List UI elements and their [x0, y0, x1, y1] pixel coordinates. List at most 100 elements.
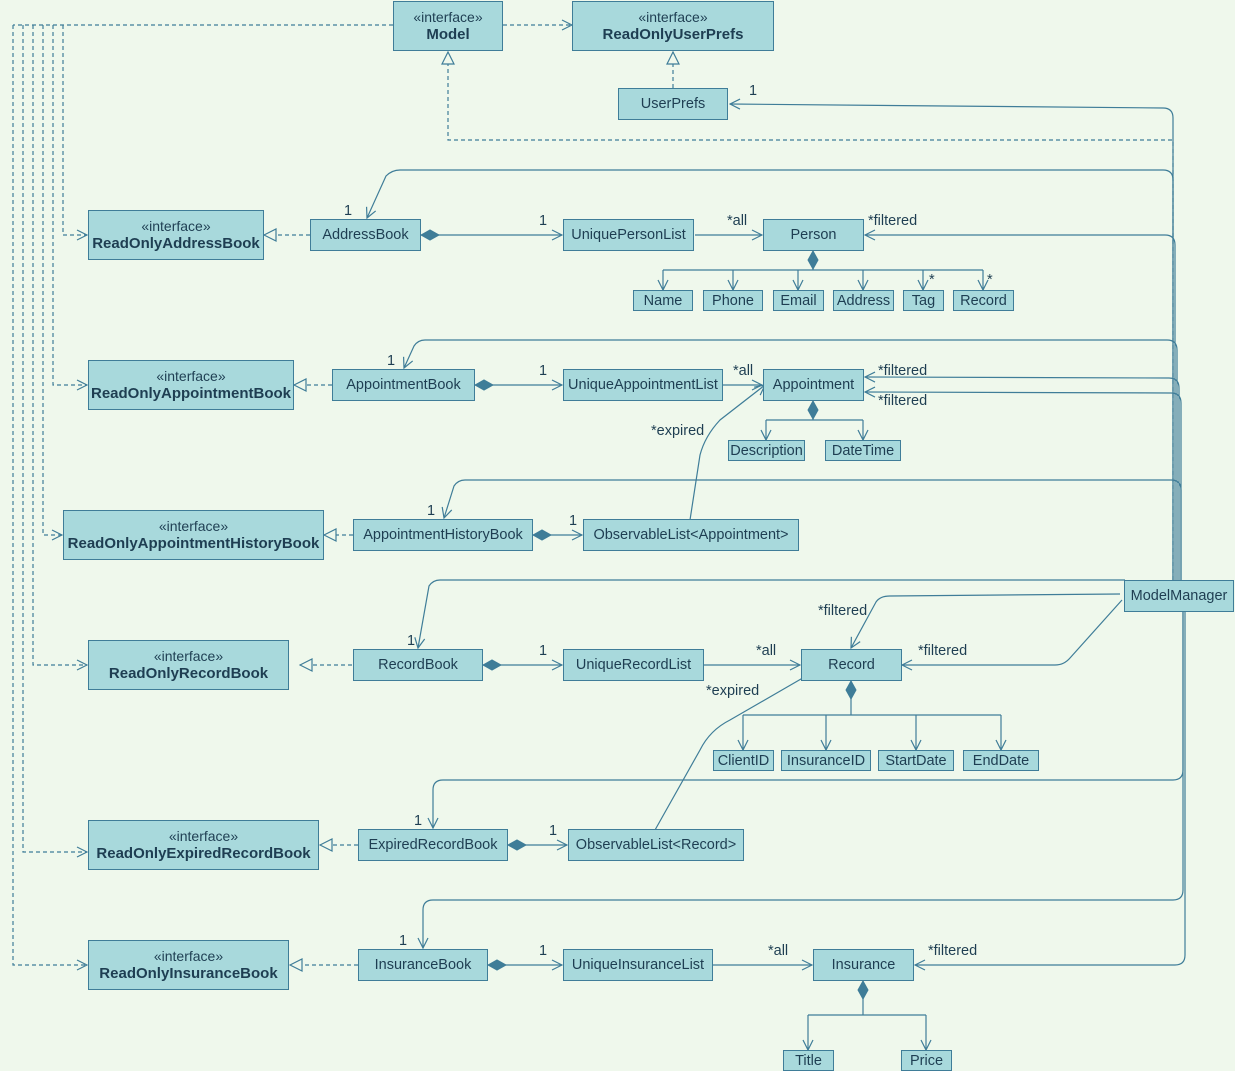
multiplicity-label: 1 [549, 823, 558, 839]
stereotype-label: «interface» [153, 948, 224, 964]
insurance-class[interactable]: Insurance [813, 949, 914, 981]
multiplicity-label: 1 [539, 643, 548, 659]
interface-name: Model [426, 26, 470, 43]
assoc-mm-insurance [915, 612, 1186, 965]
address-book-class[interactable]: AddressBook [310, 219, 421, 251]
role-all-label: *all [768, 943, 789, 959]
assoc-mm-addressbook [367, 169, 1174, 580]
stereotype-label: «interface» [158, 518, 229, 534]
insurance-book-class[interactable]: InsuranceBook [358, 949, 488, 981]
name-attribute[interactable]: Name [633, 290, 693, 311]
appointment-history-book-class[interactable]: AppointmentHistoryBook [353, 519, 533, 551]
multiplicity-label: 1 [414, 813, 423, 829]
model-manager-class[interactable]: ModelManager [1124, 580, 1234, 612]
assoc-observable-appointment [689, 385, 765, 521]
dep-to-address-book [62, 25, 87, 235]
insurance-id-attribute[interactable]: InsuranceID [781, 750, 871, 771]
multiplicity-label: 1 [539, 943, 548, 959]
interface-name: ReadOnlyInsuranceBook [99, 965, 278, 982]
multiplicity-label: 1 [427, 503, 436, 519]
appointment-class[interactable]: Appointment [763, 369, 864, 401]
read-only-address-book-interface[interactable]: «interface» ReadOnlyAddressBook [88, 210, 264, 260]
multiplicity-label: * [987, 272, 993, 288]
read-only-appointment-book-interface[interactable]: «interface» ReadOnlyAppointmentBook [88, 360, 294, 410]
assoc-mm-insurancebook [423, 612, 1184, 948]
assoc-mm-historybook [444, 479, 1182, 580]
unique-appointment-list-class[interactable]: UniqueAppointmentList [563, 369, 723, 401]
stereotype-label: «interface» [638, 9, 708, 25]
assoc-mm-person [865, 235, 1176, 580]
assoc-mm-appointment-1 [865, 377, 1180, 580]
dep-to-expired-book [22, 25, 87, 852]
realize-modelmanager-model [448, 52, 1174, 580]
description-attribute[interactable]: Description [728, 440, 805, 461]
role-filtered-label: *filtered [868, 213, 918, 229]
read-only-appointment-history-book-interface[interactable]: «interface» ReadOnlyAppointmentHistoryBo… [63, 510, 324, 560]
title-attribute[interactable]: Title [783, 1050, 834, 1071]
assoc-mm-appointment-2 [865, 392, 1182, 580]
unique-record-list-class[interactable]: UniqueRecordList [563, 649, 704, 681]
interface-name: ReadOnlyUserPrefs [602, 26, 744, 43]
role-filtered-label: *filtered [878, 393, 928, 409]
client-id-attribute[interactable]: ClientID [713, 750, 774, 771]
stereotype-label: «interface» [156, 368, 226, 384]
record-attribute[interactable]: Record [953, 290, 1014, 311]
assoc-mm-appointmentbook [404, 339, 1178, 580]
person-class[interactable]: Person [763, 219, 864, 251]
multiplicity-label: 1 [569, 513, 578, 529]
role-expired-label: *expired [651, 423, 705, 439]
dep-to-insurance-book [12, 25, 87, 965]
multiplicity-label: 1 [399, 933, 408, 949]
email-attribute[interactable]: Email [773, 290, 824, 311]
role-filtered-label: *filtered [818, 603, 868, 619]
read-only-expired-record-book-interface[interactable]: «interface» ReadOnlyExpiredRecordBook [88, 820, 319, 870]
role-all-label: *all [733, 363, 754, 379]
price-attribute[interactable]: Price [901, 1050, 952, 1071]
role-expired-label: *expired [706, 683, 760, 699]
stereotype-label: «interface» [413, 9, 483, 25]
multiplicity-label: * [929, 272, 935, 288]
role-filtered-label: *filtered [918, 643, 968, 659]
model-interface[interactable]: «interface» Model [393, 1, 503, 51]
dep-to-history-book [42, 25, 62, 535]
multiplicity-label: 1 [749, 83, 758, 99]
assoc-mm-record-2 [902, 599, 1123, 665]
read-only-record-book-interface[interactable]: «interface» ReadOnlyRecordBook [88, 640, 289, 690]
interface-name: ReadOnlyExpiredRecordBook [96, 845, 311, 862]
assoc-mm-recordbook [418, 579, 1125, 648]
interface-name: ReadOnlyAddressBook [92, 235, 260, 252]
datetime-attribute[interactable]: DateTime [825, 440, 901, 461]
observable-list-record-class[interactable]: ObservableList<Record> [568, 829, 744, 861]
multiplicity-label: 1 [344, 203, 353, 219]
record-book-class[interactable]: RecordBook [353, 649, 483, 681]
unique-insurance-list-class[interactable]: UniqueInsuranceList [563, 949, 713, 981]
address-attribute[interactable]: Address [833, 290, 894, 311]
expired-record-book-class[interactable]: ExpiredRecordBook [358, 829, 508, 861]
stereotype-label: «interface» [168, 828, 239, 844]
end-date-attribute[interactable]: EndDate [963, 750, 1039, 771]
record-class[interactable]: Record [801, 649, 902, 681]
dep-to-record-book [32, 25, 87, 665]
start-date-attribute[interactable]: StartDate [878, 750, 954, 771]
multiplicity-label: 1 [539, 213, 548, 229]
read-only-user-prefs-interface[interactable]: «interface» ReadOnlyUserPrefs [572, 1, 774, 51]
role-all-label: *all [727, 213, 748, 229]
phone-attribute[interactable]: Phone [703, 290, 763, 311]
role-filtered-label: *filtered [878, 363, 928, 379]
stereotype-label: «interface» [141, 218, 211, 234]
appointment-book-class[interactable]: AppointmentBook [332, 369, 475, 401]
multiplicity-label: 1 [539, 363, 548, 379]
observable-list-appointment-class[interactable]: ObservableList<Appointment> [583, 519, 799, 551]
interface-name: ReadOnlyRecordBook [108, 665, 269, 682]
tag-attribute[interactable]: Tag [903, 290, 944, 311]
unique-person-list-class[interactable]: UniquePersonList [563, 219, 694, 251]
assoc-mm-userprefs [730, 104, 1174, 580]
interface-name: ReadOnlyAppointmentHistoryBook [67, 535, 320, 552]
interface-name: ReadOnlyAppointmentBook [90, 385, 291, 402]
dep-to-appointment-book [52, 25, 87, 385]
assoc-observable-record [654, 668, 820, 831]
read-only-insurance-book-interface[interactable]: «interface» ReadOnlyInsuranceBook [88, 940, 289, 990]
user-prefs-class[interactable]: UserPrefs [618, 88, 728, 120]
role-filtered-label: *filtered [928, 943, 978, 959]
